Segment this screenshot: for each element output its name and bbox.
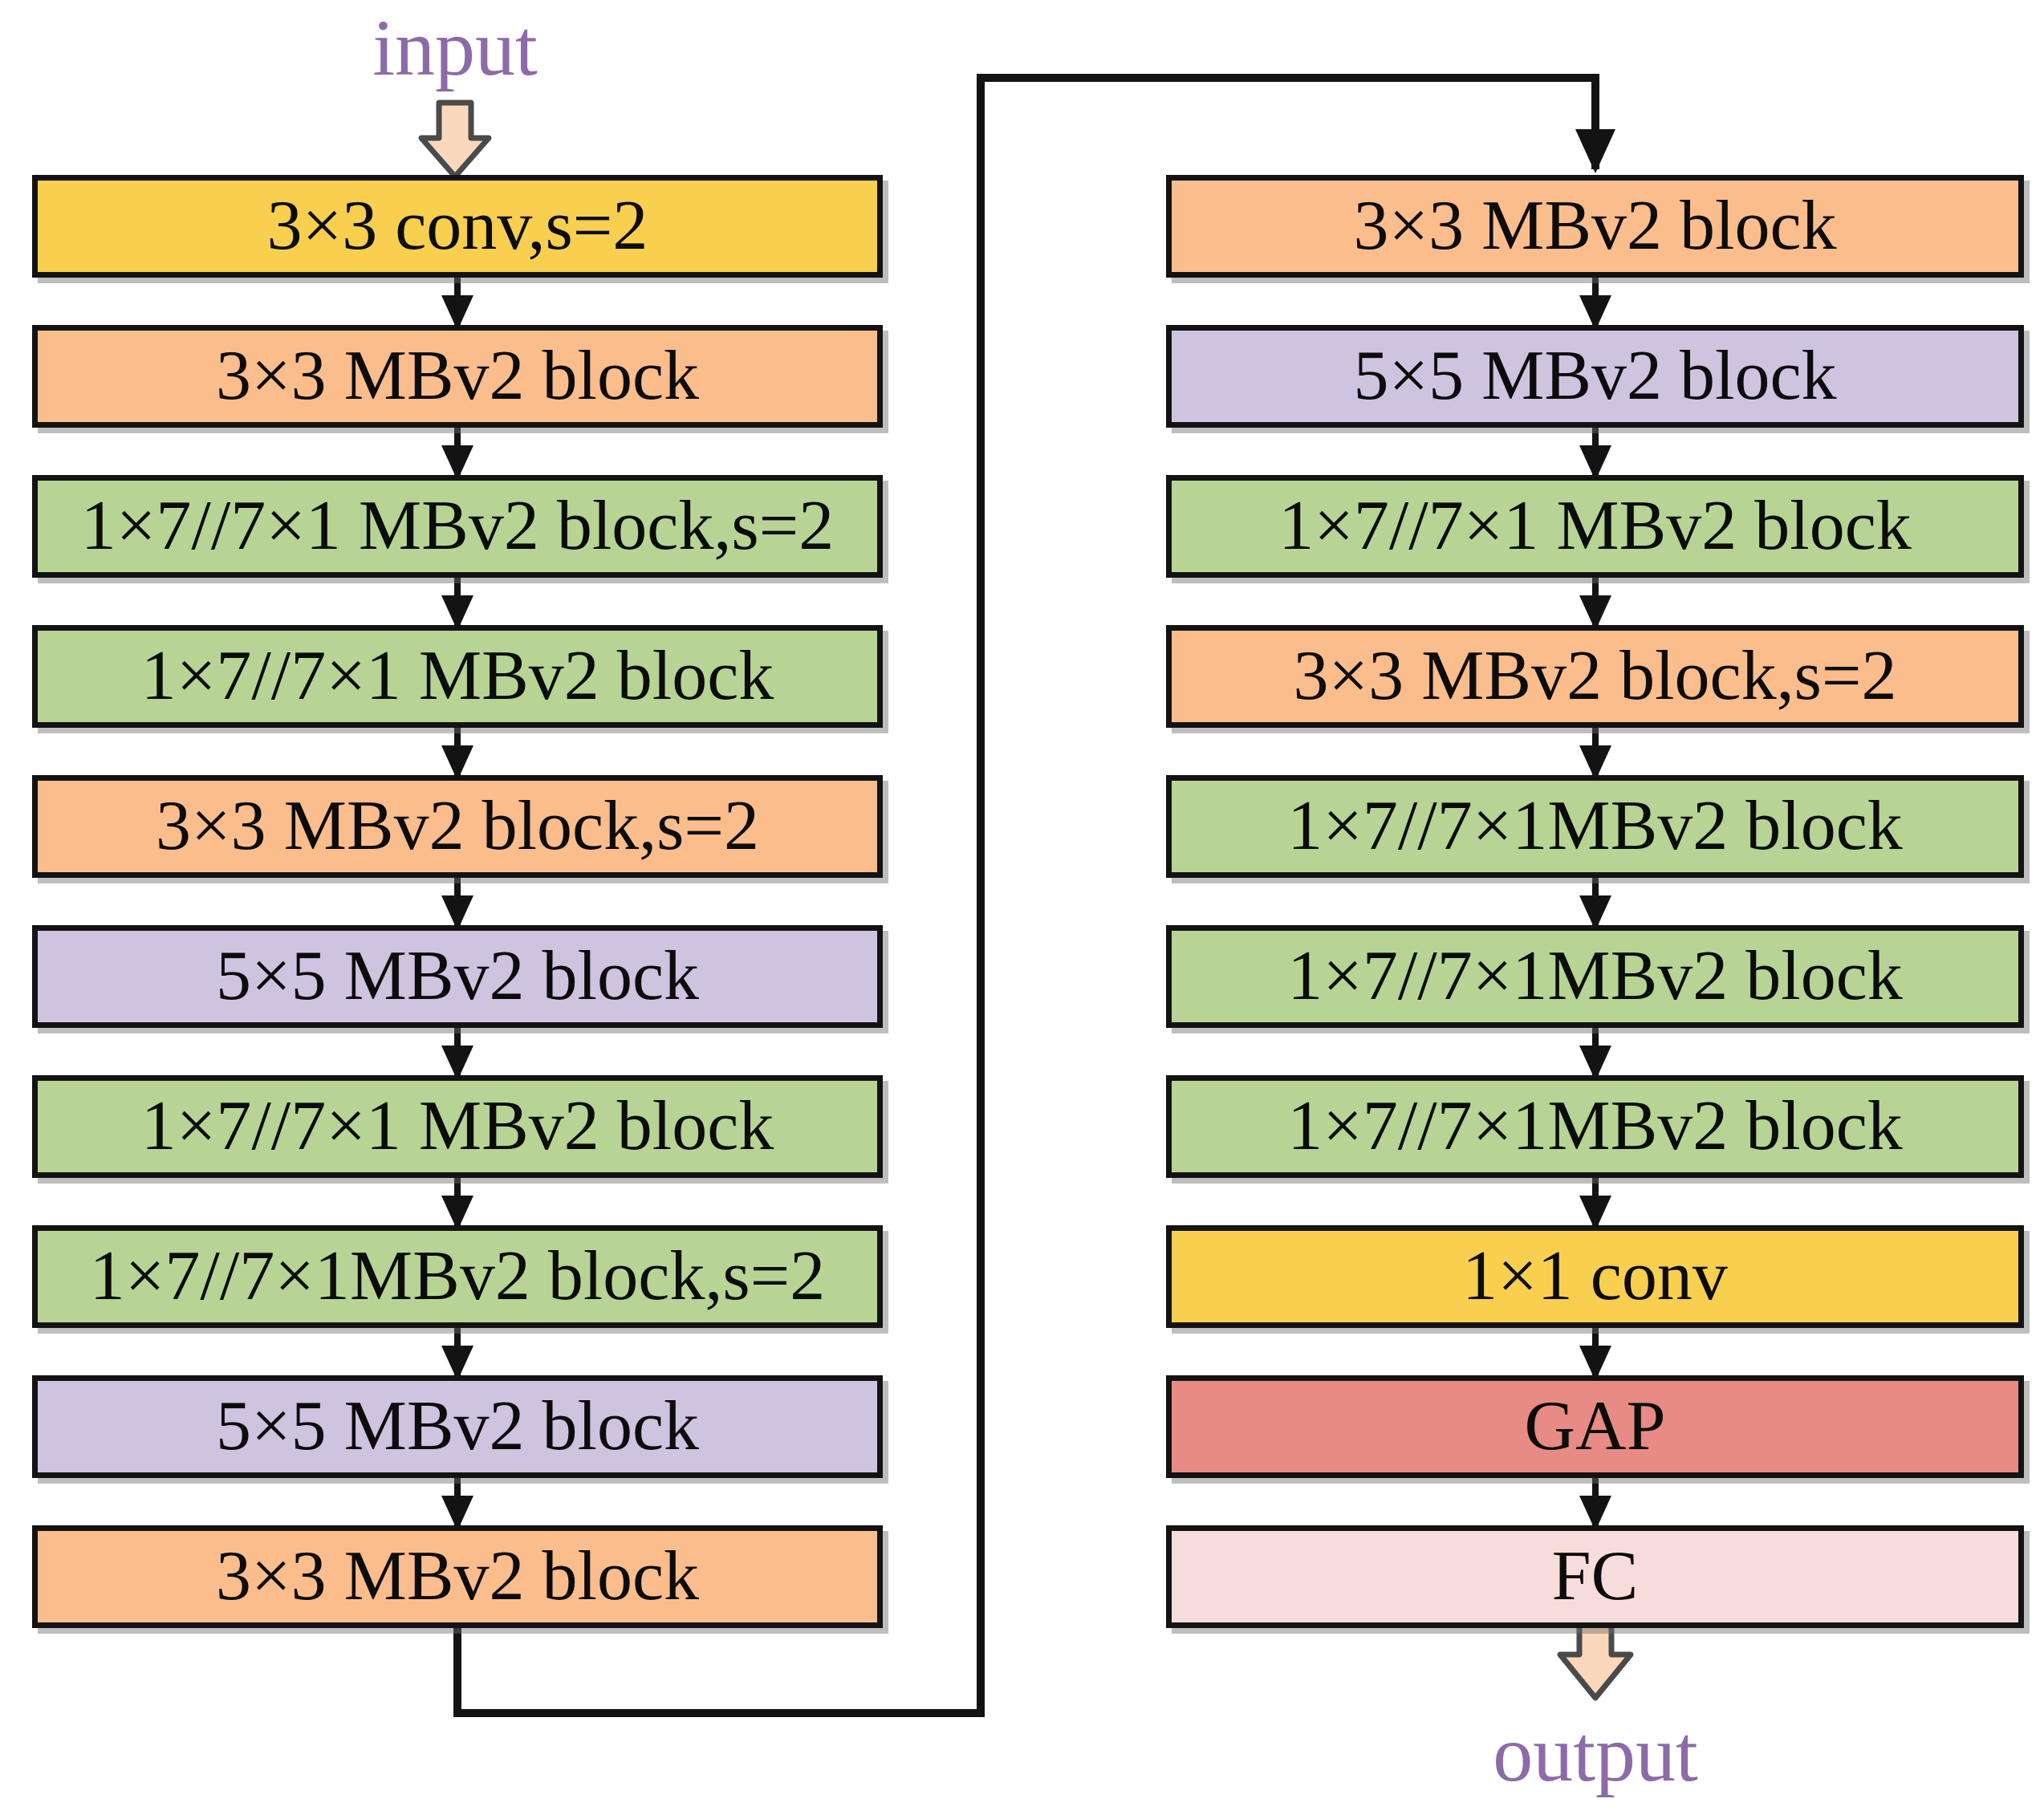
left-block-mbv2-1x7-s2: 1×7//7×1 MBv2 block,s=2 <box>32 475 883 578</box>
right-block-mbv2-1x7-b: 1×7//7×1MBv2 block <box>1166 775 2024 878</box>
right-block-mbv2-3x3-s2: 3×3 MBv2 block,s=2 <box>1166 625 2024 728</box>
right-block-mbv2-5x5: 5×5 MBv2 block <box>1166 325 2024 428</box>
right-block-mbv2-1x7-c: 1×7//7×1MBv2 block <box>1166 925 2024 1028</box>
right-block-conv1x1: 1×1 conv <box>1166 1225 2024 1328</box>
left-block-conv3x3-s2: 3×3 conv,s=2 <box>32 175 883 278</box>
input-arrow <box>418 99 492 180</box>
right-block-mbv2-1x7-d: 1×7//7×1MBv2 block <box>1166 1075 2024 1178</box>
left-block-mbv2-3x3-s2: 3×3 MBv2 block,s=2 <box>32 775 883 878</box>
right-block-fc: FC <box>1166 1525 2024 1628</box>
left-block-mbv2-1x7-s2-b: 1×7//7×1MBv2 block,s=2 <box>32 1225 883 1328</box>
output-label: output <box>1493 1709 1698 1798</box>
right-block-gap: GAP <box>1166 1375 2024 1478</box>
left-block-mbv2-3x3-b: 3×3 MBv2 block <box>32 1525 883 1628</box>
input-label: input <box>372 3 538 92</box>
right-block-mbv2-3x3: 3×3 MBv2 block <box>1166 175 2024 278</box>
right-block-mbv2-1x7: 1×7//7×1 MBv2 block <box>1166 475 2024 578</box>
left-block-mbv2-5x5-b: 5×5 MBv2 block <box>32 1375 883 1478</box>
left-block-mbv2-1x7-b: 1×7//7×1 MBv2 block <box>32 1075 883 1178</box>
column-link-connector <box>453 74 1615 1717</box>
left-block-mbv2-3x3: 3×3 MBv2 block <box>32 325 883 428</box>
left-block-mbv2-1x7: 1×7//7×1 MBv2 block <box>32 625 883 728</box>
left-block-mbv2-5x5: 5×5 MBv2 block <box>32 925 883 1028</box>
